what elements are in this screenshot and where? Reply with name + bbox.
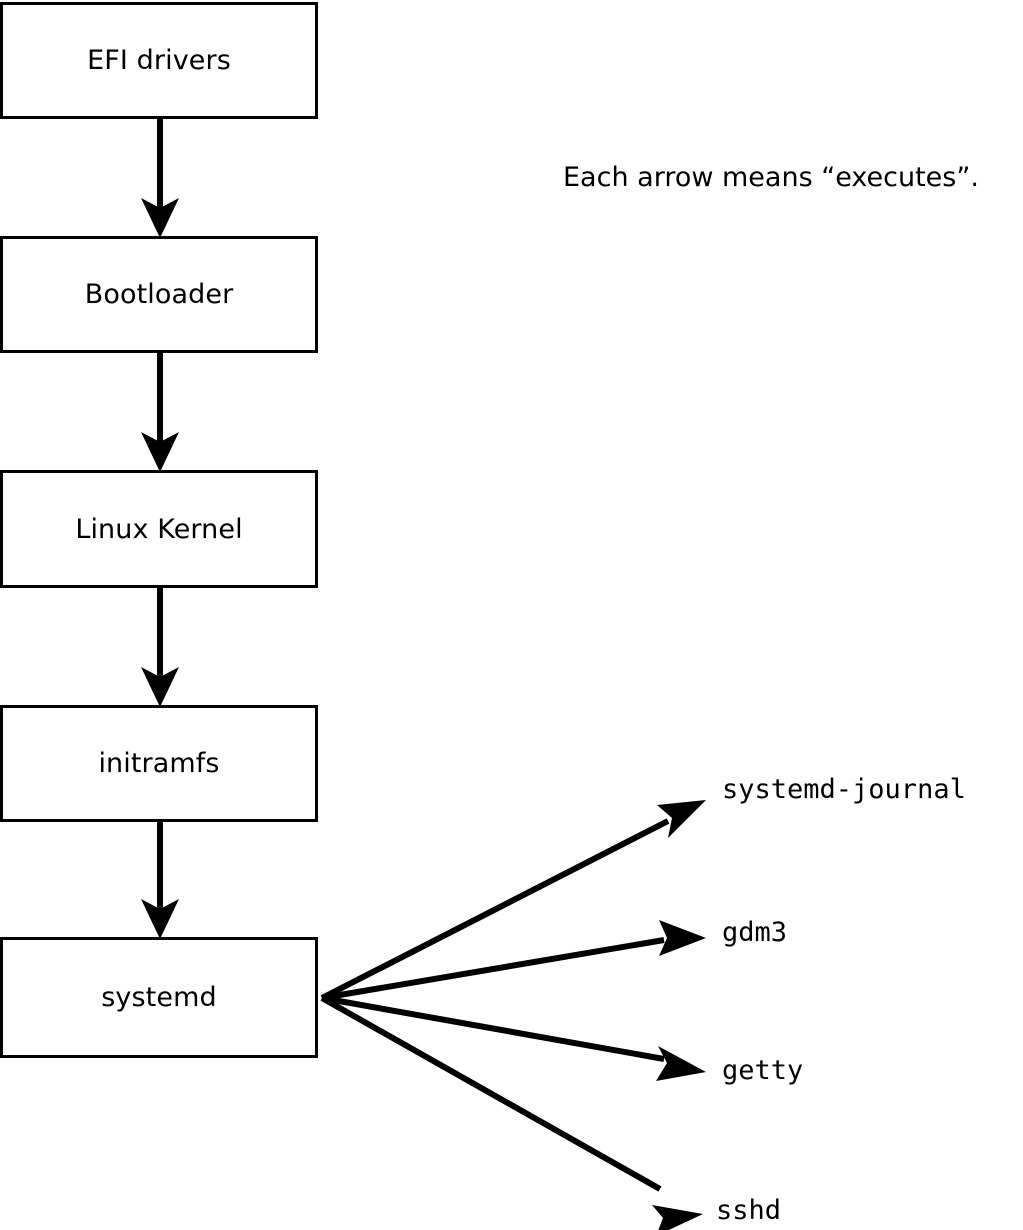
stage-box-label-efi-drivers: EFI drivers <box>87 45 231 76</box>
stage-box-initramfs[interactable]: initramfs <box>0 705 318 822</box>
stage-box-bootloader[interactable]: Bootloader <box>0 236 318 353</box>
arrow-efi-drivers-to-bootloader <box>141 119 179 238</box>
arrow-systemd-to-getty <box>321 995 706 1081</box>
process-label-sshd: sshd <box>716 1195 782 1226</box>
process-label-getty: getty <box>722 1055 804 1086</box>
stage-box-systemd[interactable]: systemd <box>0 937 318 1058</box>
process-label-systemd-journal: systemd-journal <box>722 774 966 805</box>
arrow-systemd-to-sshd <box>320 995 703 1230</box>
stage-box-label-systemd: systemd <box>101 982 217 1013</box>
arrow-systemd-to-systemd-journal <box>320 800 706 1001</box>
arrow-initramfs-to-systemd <box>141 822 179 939</box>
stage-box-linux-kernel[interactable]: Linux Kernel <box>0 470 318 588</box>
process-label-gdm3: gdm3 <box>722 917 788 948</box>
arrow-bootloader-to-linux-kernel <box>141 353 179 472</box>
arrow-linux-kernel-to-initramfs <box>141 588 179 707</box>
arrow-systemd-to-gdm3 <box>321 920 706 1001</box>
stage-box-label-linux-kernel: Linux Kernel <box>75 513 243 545</box>
legend-note: Each arrow means “executes”. <box>563 162 979 193</box>
stage-box-label-bootloader: Bootloader <box>84 279 234 310</box>
stage-box-label-initramfs: initramfs <box>98 748 220 779</box>
stage-box-efi-drivers[interactable]: EFI drivers <box>0 2 318 119</box>
